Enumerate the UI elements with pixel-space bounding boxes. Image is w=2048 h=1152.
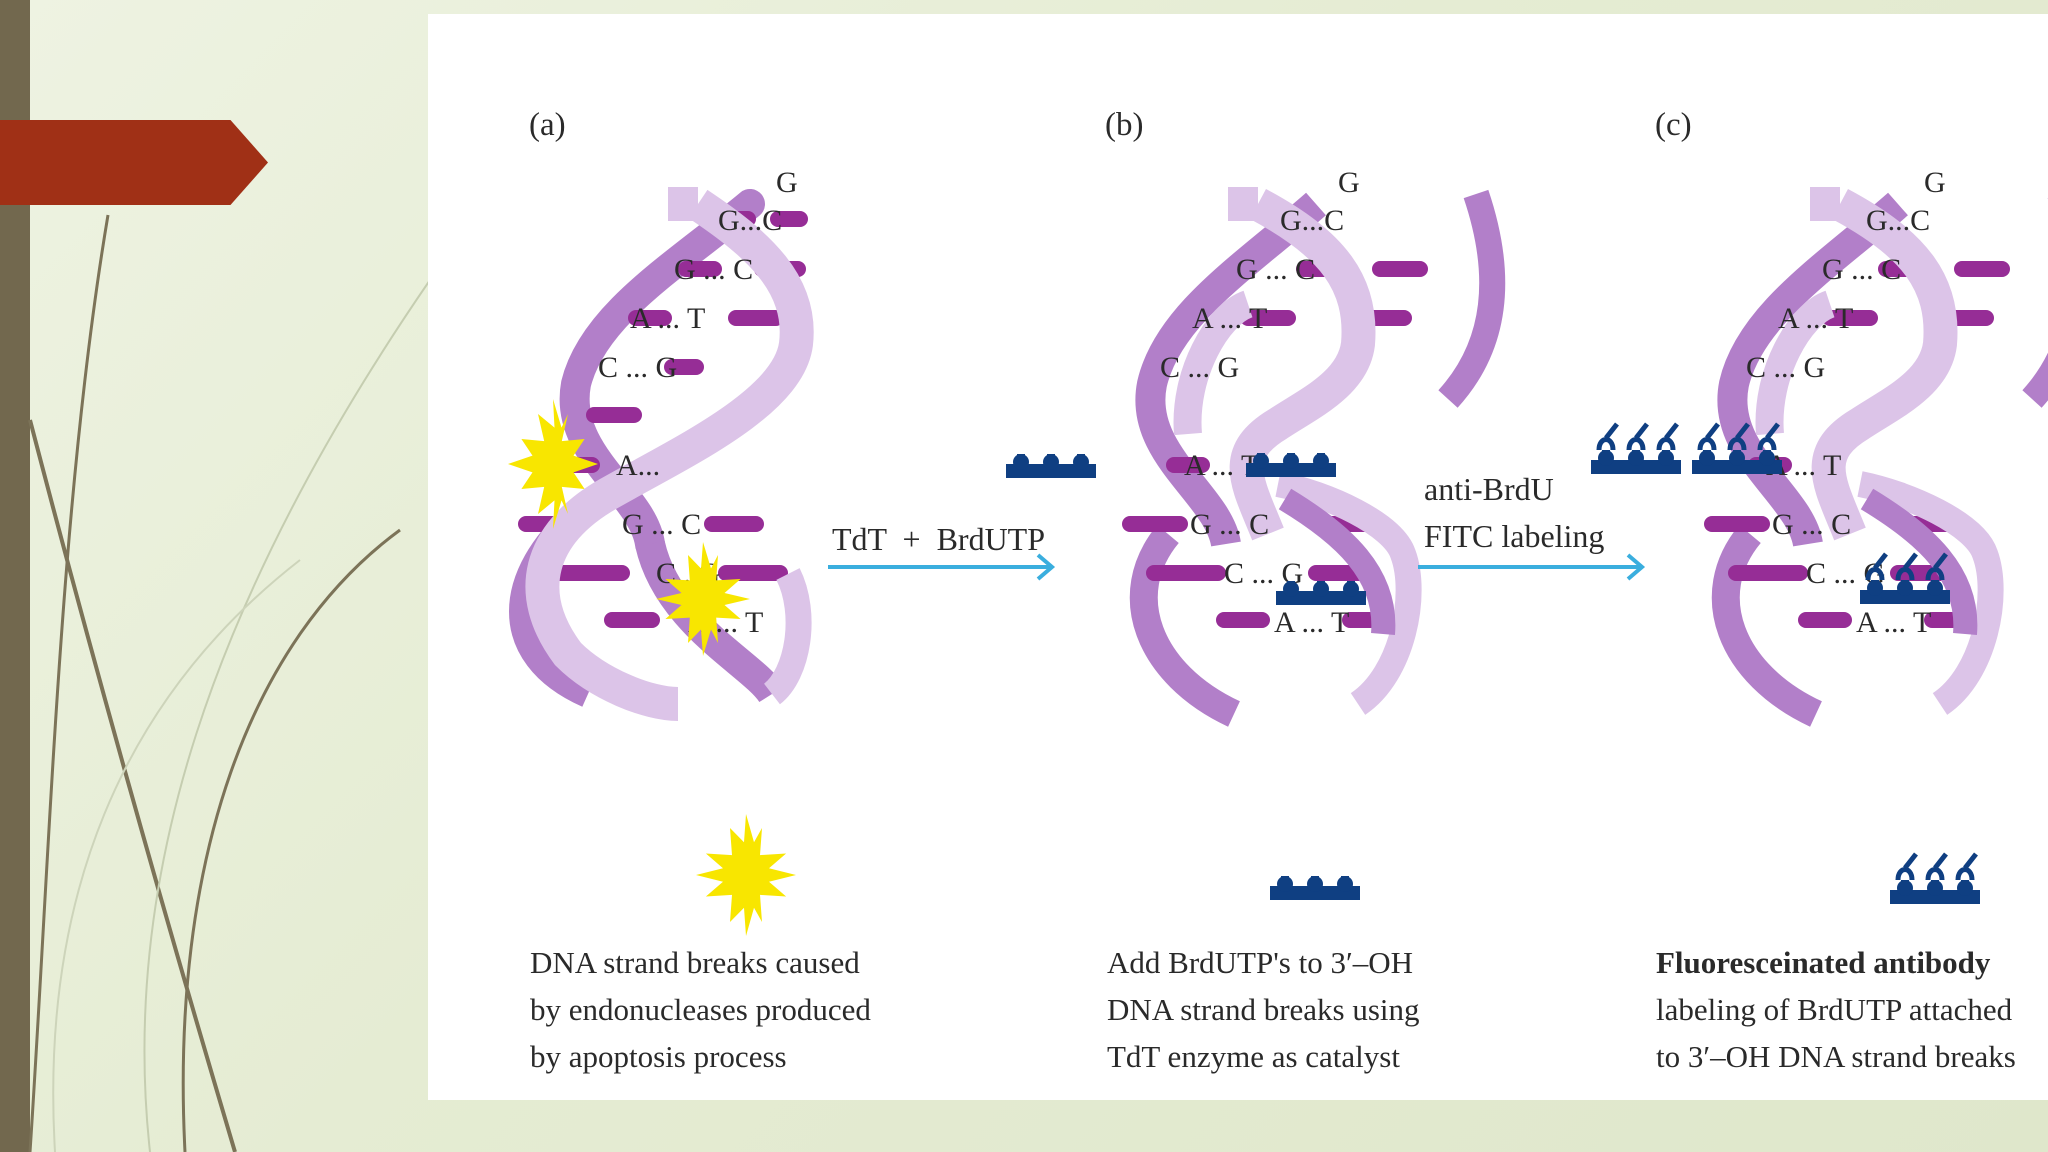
caption-line: to 3′–OH DNA strand breaks bbox=[1656, 1039, 2016, 1074]
tunel-assay-diagram: (a) (b) (c) bbox=[508, 107, 2048, 936]
helix-b-top-base: G bbox=[1338, 166, 1360, 199]
helix-a-pair-5: A... bbox=[616, 449, 660, 482]
helix-b-pair-6: G ... C bbox=[1190, 508, 1269, 541]
helix-b-pair-2: G ... C bbox=[1236, 253, 1315, 286]
reaction-1: TdT + BrdUTP bbox=[828, 454, 1096, 581]
caption-line: DNA strand breaks using bbox=[1107, 992, 1420, 1027]
caption-line: DNA strand breaks caused bbox=[530, 945, 860, 980]
starburst-icon bbox=[696, 814, 796, 936]
panel-b-caption: Add BrdUTP's to 3′–OH DNA strand breaks … bbox=[1107, 939, 1420, 1080]
helix-a-pair-2: G ... C bbox=[674, 253, 753, 286]
helix-a-pair-4: C ... G bbox=[598, 351, 677, 384]
caption-line: TdT enzyme as catalyst bbox=[1107, 1039, 1400, 1074]
helix-a-pair-1: G...C bbox=[718, 204, 782, 237]
dna-helix-a: G G...C G ... C A ... T C ... G A... G .… bbox=[508, 166, 814, 936]
brdutp-nucleotide-icon bbox=[1006, 454, 1096, 478]
reaction-1-label: TdT + BrdUTP bbox=[832, 521, 1045, 557]
brdutp-nucleotide-icon bbox=[1270, 876, 1360, 900]
helix-b-pair-1: G...C bbox=[1280, 204, 1344, 237]
labeled-antibody-icon bbox=[1591, 424, 1681, 474]
helix-a-pair-6: G ... C bbox=[622, 508, 701, 541]
helix-c-pair-6: G ... C bbox=[1772, 508, 1851, 541]
panel-a-label: (a) bbox=[529, 107, 566, 143]
helix-a-pair-3: A ... T bbox=[630, 302, 705, 335]
caption-line: by apoptosis process bbox=[530, 1039, 787, 1074]
brdutp-nucleotide-icon bbox=[1276, 581, 1366, 605]
caption-bold-line: Fluoresceinated antibody bbox=[1656, 945, 1991, 980]
starburst-icon bbox=[508, 399, 598, 529]
helix-c-pair-3: A ... T bbox=[1778, 302, 1853, 335]
helix-c-pair-8: A ... T bbox=[1856, 606, 1931, 639]
panel-b-label: (b) bbox=[1105, 107, 1143, 143]
labeled-antibody-icon bbox=[1890, 854, 1980, 904]
caption-line: labeling of BrdUTP attached bbox=[1656, 992, 2013, 1027]
caption-line: Add BrdUTP's to 3′–OH bbox=[1107, 945, 1414, 980]
helix-a-top-base: G bbox=[776, 166, 798, 199]
reaction-2-label-line2: FITC labeling bbox=[1424, 518, 1604, 554]
helix-b-pair-4: C ... G bbox=[1160, 351, 1239, 384]
panel-c-label: (c) bbox=[1655, 107, 1692, 143]
helix-b-pair-3: A ... T bbox=[1192, 302, 1267, 335]
brdutp-nucleotide-icon bbox=[1246, 453, 1336, 477]
reaction-2: anti-BrdU FITC labeling bbox=[1418, 424, 1681, 581]
caption-line: by endonucleases produced bbox=[530, 992, 871, 1027]
dna-helix-c: G G...C G ... C A ... T C ... G A ... T … bbox=[1692, 166, 2048, 904]
reaction-2-label-line1: anti-BrdU bbox=[1424, 471, 1554, 507]
helix-c-pair-4: C ... G bbox=[1746, 351, 1825, 384]
helix-b-pair-8: A ... T bbox=[1274, 606, 1349, 639]
panel-a-caption: DNA strand breaks caused by endonuclease… bbox=[530, 939, 871, 1080]
figure-panel: (a) (b) (c) bbox=[428, 14, 2048, 1100]
helix-c-pair-2: G ... C bbox=[1822, 253, 1901, 286]
helix-c-pair-1: G...C bbox=[1866, 204, 1930, 237]
title-marker-arrow bbox=[0, 120, 268, 205]
starburst-icon bbox=[656, 542, 750, 656]
dna-helix-b: G G...C G ... C A ... T C ... G A ... T … bbox=[1122, 166, 1506, 900]
helix-c-top-base: G bbox=[1924, 166, 1946, 199]
panel-c-caption: Fluoresceinated antibody labeling of Brd… bbox=[1656, 939, 2016, 1080]
decorative-curves bbox=[28, 214, 430, 1152]
